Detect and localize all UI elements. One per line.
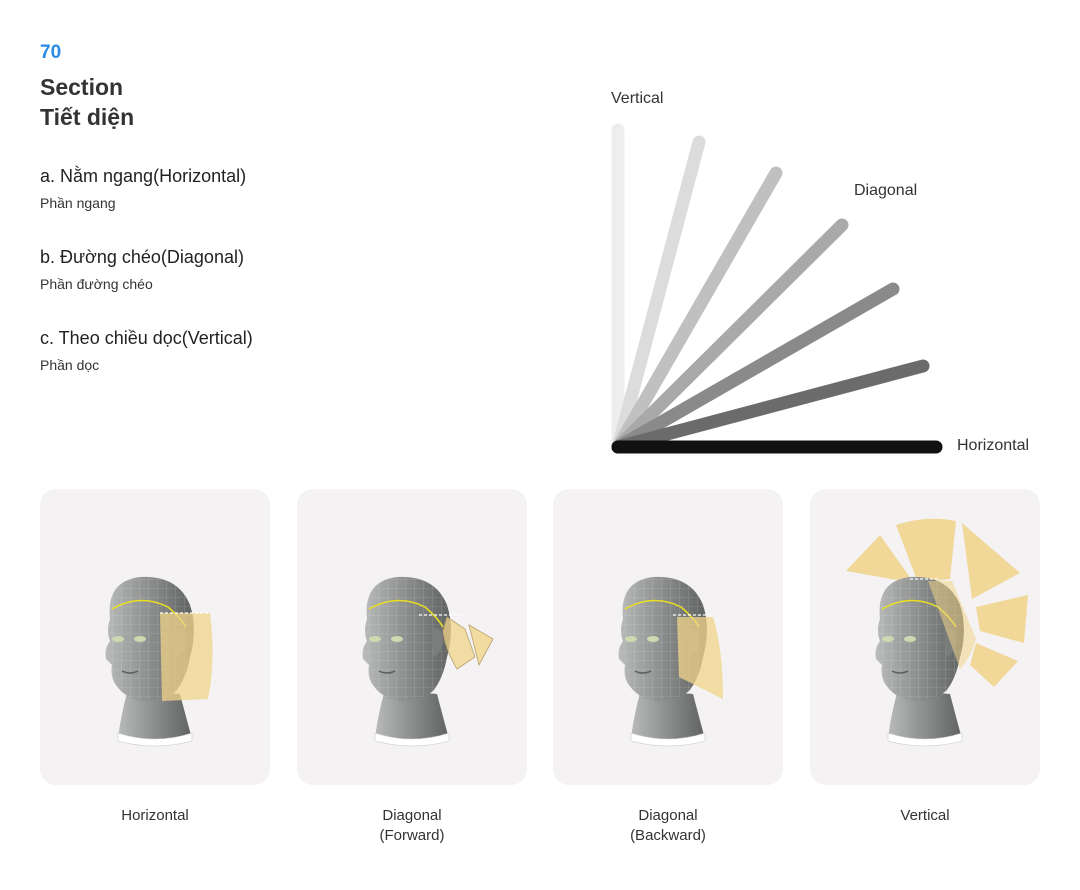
fan-label-diagonal: Diagonal	[854, 182, 917, 199]
page-number: 70	[40, 42, 62, 63]
card-diagonal-forward	[297, 489, 527, 785]
mannequin-horizontal-section-illustration	[104, 576, 213, 747]
item-heading: c. Theo chiều dọc(Vertical)	[40, 328, 253, 348]
caption-line: Diagonal	[638, 807, 698, 824]
item-heading: b. Đường chéo(Diagonal)	[40, 247, 244, 267]
mannequin-diagonal-forward-section-illustration	[361, 576, 494, 747]
fan-label-vertical: Vertical	[611, 90, 663, 107]
title-english: Section	[40, 74, 124, 100]
caption-line: Vertical	[900, 807, 950, 824]
caption-subline: (Forward)	[379, 827, 445, 844]
card-caption-vertical: Vertical	[810, 806, 1040, 826]
caption-line: Diagonal	[382, 807, 442, 824]
card-caption-diagonal-forward: Diagonal (Forward)	[297, 806, 527, 846]
item-subtitle: Phần đường chéo	[40, 276, 153, 292]
card-caption-diagonal-backward: Diagonal (Backward)	[553, 806, 783, 846]
section-item-diagonal: b. Đường chéo(Diagonal) Phần đường chéo	[40, 246, 244, 292]
section-angle-fan-diagram: Vertical Diagonal Horizontal	[611, 90, 1029, 454]
angle-line-60	[611, 166, 783, 454]
item-heading: a. Nằm ngang(Horizontal)	[40, 166, 247, 186]
angle-line-45	[611, 218, 849, 454]
page-title: Section Tiết diện	[40, 72, 134, 132]
card-vertical	[810, 489, 1040, 785]
card-diagonal-backward	[553, 489, 783, 785]
fan-label-horizontal: Horizontal	[957, 437, 1029, 454]
angle-line-75	[611, 135, 706, 454]
section-item-vertical: c. Theo chiều dọc(Vertical) Phần dọc	[40, 327, 253, 373]
card-caption-horizontal: Horizontal	[40, 806, 270, 826]
angle-line-30	[611, 282, 900, 454]
title-vietnamese: Tiết diện	[40, 104, 135, 130]
mannequin-diagonal-backward-section-illustration	[617, 576, 723, 747]
mannequin-vertical-section-illustration	[846, 518, 1028, 747]
caption-line: Horizontal	[121, 807, 189, 824]
item-subtitle: Phần dọc	[40, 357, 100, 373]
card-horizontal	[40, 489, 270, 785]
angle-line-15	[611, 359, 930, 454]
section-item-horizontal: a. Nằm ngang(Horizontal) Phần ngang	[40, 165, 246, 211]
caption-subline: (Backward)	[630, 827, 706, 844]
item-subtitle: Phần ngang	[40, 195, 116, 211]
